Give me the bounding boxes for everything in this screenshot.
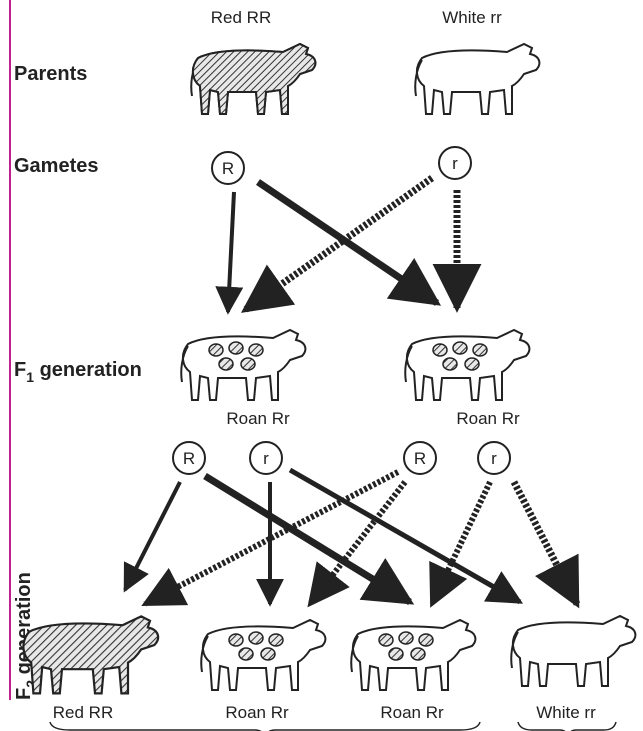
f2-white-label: White rr [536,703,596,722]
svg-text:r: r [491,449,497,468]
f1-gamete-r-1: r [249,441,283,475]
arrow-r1-to-white [288,467,524,605]
arrow-R2-to-roan1 [307,480,408,608]
f2-roan-label-1: Roan Rr [225,703,289,722]
f1-roan-cow-left [180,329,307,401]
svg-text:r: r [263,449,269,468]
parent-white-cow [414,43,541,115]
f1-gamete-R-1: R [172,441,206,475]
parent-gamete-R: R [211,151,245,185]
f2-roan-cow-2 [350,619,477,691]
f1-gamete-r-2: r [477,441,511,475]
parents-label: Parents [14,63,87,85]
svg-text:r: r [452,154,458,173]
svg-text:R: R [222,159,234,178]
parent-white-label: White rr [442,8,502,27]
parent-gamete-r: r [438,146,472,180]
f1-gamete-R-2: R [403,441,437,475]
arrow-r-to-f1-left [240,175,435,313]
f2-white-cow [510,615,637,687]
arrow-R1-to-roan2 [203,473,415,605]
arrow-R2-to-red [141,469,400,607]
arrow-R-to-f1-left [215,191,244,315]
f2-roan-cow-1 [200,619,327,691]
f1-roan-cow-right [404,329,531,401]
bracket-red-roan [49,721,481,731]
svg-text:R: R [183,449,195,468]
arrow-r2-to-white [510,480,581,609]
f2-red-cow [22,615,160,695]
f2-red-label: Red RR [53,703,113,722]
f2-roan-label-2: Roan Rr [380,703,444,722]
bracket-white [517,721,617,731]
f1-left-label: Roan Rr [226,409,290,428]
svg-text:R: R [414,449,426,468]
arrow-r2-to-roan2 [429,480,493,608]
parent-red-label: Red RR [211,8,271,27]
parent-red-cow [190,42,317,115]
gametes-label: Gametes [14,155,99,177]
arrow-R-to-f1-right [256,179,442,306]
arrow-R1-to-red [123,481,182,593]
f1-right-label: Roan Rr [456,409,520,428]
f1-generation-label: F1 generation [14,359,142,385]
